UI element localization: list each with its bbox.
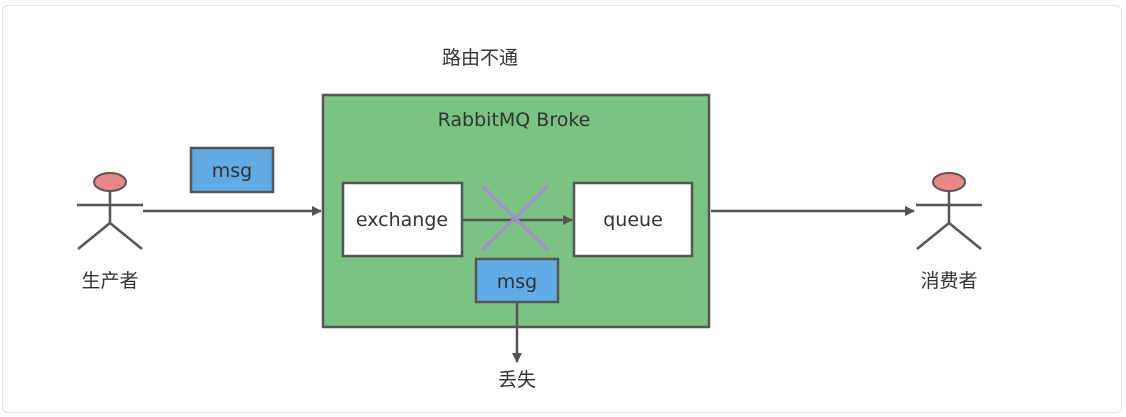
- msg-in-label: msg: [212, 160, 252, 182]
- producer-actor-icon: [77, 172, 143, 250]
- lost-label: 丢失: [498, 369, 536, 391]
- msg-in-box: [189, 146, 275, 194]
- consumer-label: 消费者: [920, 270, 977, 292]
- producer-label: 生产者: [81, 270, 138, 292]
- broker-label: RabbitMQ Broke: [438, 109, 591, 131]
- consumer-actor-icon: [916, 172, 982, 250]
- exchange-label: exchange: [356, 209, 448, 231]
- msg-lost-box: [474, 257, 560, 304]
- queue-label: queue: [603, 209, 663, 231]
- diagram-title: 路由不通: [442, 47, 518, 69]
- blocked-route-cross-icon: [480, 184, 550, 252]
- msg-lost-label: msg: [497, 271, 537, 293]
- queue-box: [572, 181, 694, 258]
